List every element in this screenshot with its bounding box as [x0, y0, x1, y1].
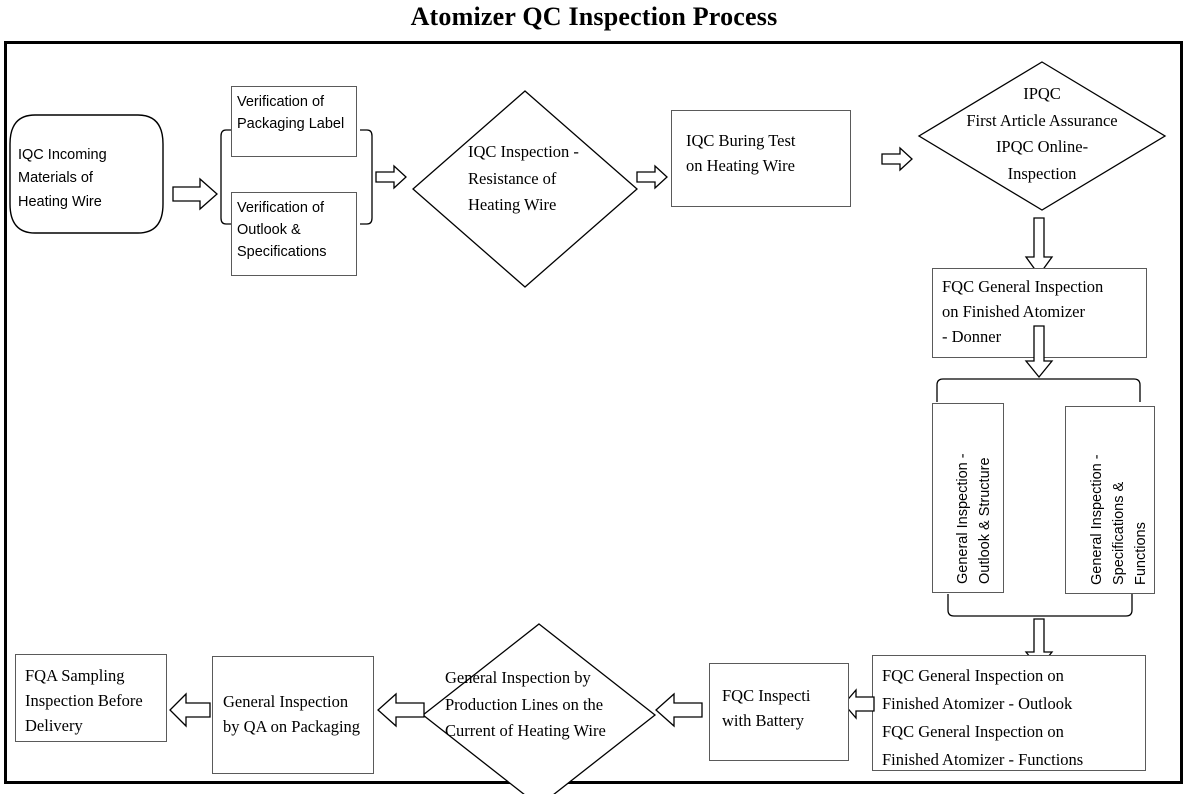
- node-iqc-incoming-materials[interactable]: IQC Incoming Materials of Heating Wire: [9, 114, 164, 234]
- node-general-inspection-specifications-functions-text: General Inspection - Specifications & Fu…: [1087, 454, 1152, 585]
- diagram-frame: IQC Incoming Materials of Heating Wire V…: [4, 41, 1183, 794]
- text-line: Production Lines on the: [445, 694, 604, 714]
- node-general-inspection-specifications-functions[interactable]: General Inspection - Specifications & Fu…: [1065, 406, 1155, 594]
- text-line: Delivery: [25, 716, 83, 736]
- node-iqc-burning-test-text: IQC Buring Test on Heating Wire: [686, 128, 846, 178]
- text-line: FQC General Inspection on: [882, 666, 1064, 685]
- text-line: Inspection: [1007, 164, 1077, 184]
- arrow-donner-to-split: [1024, 325, 1054, 379]
- node-verification-packaging-label-text: Verification of Packaging Label: [237, 91, 352, 135]
- text-line: Materials of: [18, 170, 93, 187]
- text-line: Outlook &: [237, 222, 301, 239]
- text-line: Functions: [1132, 522, 1149, 585]
- node-fqc-inspection-with-battery[interactable]: FQC Inspecti with Battery: [709, 663, 849, 761]
- text-line: FQC Inspecti: [722, 686, 811, 705]
- node-fqa-sampling-inspection-text: FQA Sampling Inspection Before Delivery: [25, 663, 162, 738]
- diamond-shape: [421, 623, 657, 794]
- node-general-inspection-outlook-structure-text: General Inspection - Outlook & Structure: [953, 453, 997, 584]
- node-fqc-outlook-functions-text: FQC General Inspection on Finished Atomi…: [882, 662, 1141, 774]
- text-line: General Inspection: [223, 692, 349, 711]
- bracket-split-top: [936, 378, 1141, 403]
- node-iqc-incoming-materials-text: IQC Incoming Materials of Heating Wire: [18, 144, 148, 214]
- text-line: Verification of: [237, 94, 325, 110]
- text-line: General Inspection -: [955, 453, 971, 584]
- bracket-merge-bottom: [947, 593, 1133, 618]
- node-ipqc-first-article[interactable]: IPQC First Article Assurance IPQC Online…: [917, 60, 1167, 212]
- text-line: FQC General Inspection on: [882, 722, 1064, 742]
- text-line: Packaging Label: [237, 116, 345, 133]
- arrow-burning-to-ipqc: [881, 146, 913, 172]
- arrow-qa-to-fqa: [169, 692, 211, 728]
- text-line: First Article Assurance: [966, 110, 1118, 130]
- arrow-fqc-outlook-to-battery: [843, 687, 875, 721]
- text-line: on Finished Atomizer: [942, 302, 1085, 322]
- text-line: Outlook & Structure: [976, 457, 993, 584]
- text-line: General Inspection -: [1089, 454, 1105, 585]
- cylinder-shape: [9, 114, 164, 234]
- text-line: Verification of: [237, 200, 325, 216]
- node-fqc-outlook-functions[interactable]: FQC General Inspection on Finished Atomi…: [872, 655, 1146, 771]
- node-general-inspection-production-lines-text: General Inspection by Production Lines o…: [445, 665, 606, 745]
- bracket-verify-left: [220, 129, 234, 225]
- node-ipqc-first-article-text: IPQC First Article Assurance IPQC Online…: [930, 81, 1154, 188]
- bracket-verify-right: [359, 129, 373, 225]
- text-line: FQC General Inspection: [942, 277, 1104, 296]
- node-iqc-inspection-resistance[interactable]: IQC Inspection - Resistance of Heating W…: [411, 89, 639, 289]
- text-line: FQA Sampling: [25, 666, 125, 685]
- node-fqc-donner-text: FQC General Inspection on Finished Atomi…: [942, 274, 1142, 349]
- text-line: Specifications: [237, 244, 327, 261]
- text-line: Heating Wire: [18, 193, 102, 210]
- text-line: IPQC: [1023, 84, 1061, 103]
- node-iqc-inspection-resistance-text: IQC Inspection - Resistance of Heating W…: [468, 139, 579, 219]
- arrow-ipqc-to-donner: [1024, 217, 1054, 277]
- text-line: with Battery: [722, 711, 805, 731]
- text-line: Heating Wire: [468, 195, 557, 215]
- diamond-shape: [412, 90, 638, 288]
- text-line: Resistance of: [468, 168, 557, 188]
- node-fqc-inspection-with-battery-text: FQC Inspecti with Battery: [722, 683, 844, 733]
- text-line: Inspection Before: [25, 691, 143, 711]
- text-line: - Donner: [942, 327, 1002, 347]
- text-line: Specifications &: [1110, 481, 1127, 585]
- arrow-incoming-to-verify: [172, 177, 218, 211]
- arrow-production-to-qa: [377, 692, 425, 728]
- node-general-inspection-qa-packaging[interactable]: General Inspection by QA on Packaging: [212, 656, 374, 774]
- arrow-resistance-to-burning: [636, 164, 668, 190]
- node-general-inspection-production-lines[interactable]: General Inspection by Production Lines o…: [421, 622, 657, 794]
- node-verification-outlook-specifications[interactable]: Verification of Outlook & Specifications: [231, 192, 357, 276]
- node-verification-packaging-label[interactable]: Verification of Packaging Label: [231, 86, 357, 157]
- text-line: IPQC Online-: [995, 137, 1089, 157]
- text-line: IQC Buring Test: [686, 131, 796, 150]
- node-verification-outlook-specifications-text: Verification of Outlook & Specifications: [237, 197, 352, 263]
- diamond-shape: [917, 61, 1167, 211]
- node-fqa-sampling-inspection[interactable]: FQA Sampling Inspection Before Delivery: [15, 654, 167, 742]
- text-line: General Inspection by: [445, 668, 591, 687]
- node-general-inspection-qa-packaging-text: General Inspection by QA on Packaging: [223, 689, 369, 739]
- text-line: Current of Heating Wire: [445, 721, 606, 741]
- text-line: by QA on Packaging: [223, 717, 361, 737]
- node-general-inspection-outlook-structure[interactable]: General Inspection - Outlook & Structure: [932, 403, 1004, 593]
- arrow-verify-to-resistance: [375, 164, 407, 190]
- node-iqc-burning-test[interactable]: IQC Buring Test on Heating Wire: [671, 110, 851, 207]
- text-line: IQC Inspection -: [468, 142, 579, 161]
- text-line: IQC Incoming: [18, 147, 107, 163]
- text-line: Finished Atomizer - Functions: [882, 750, 1084, 770]
- page-title: Atomizer QC Inspection Process: [410, 2, 778, 31]
- text-line: Finished Atomizer - Outlook: [882, 694, 1073, 714]
- arrow-battery-to-production: [655, 692, 703, 728]
- text-line: on Heating Wire: [686, 156, 795, 176]
